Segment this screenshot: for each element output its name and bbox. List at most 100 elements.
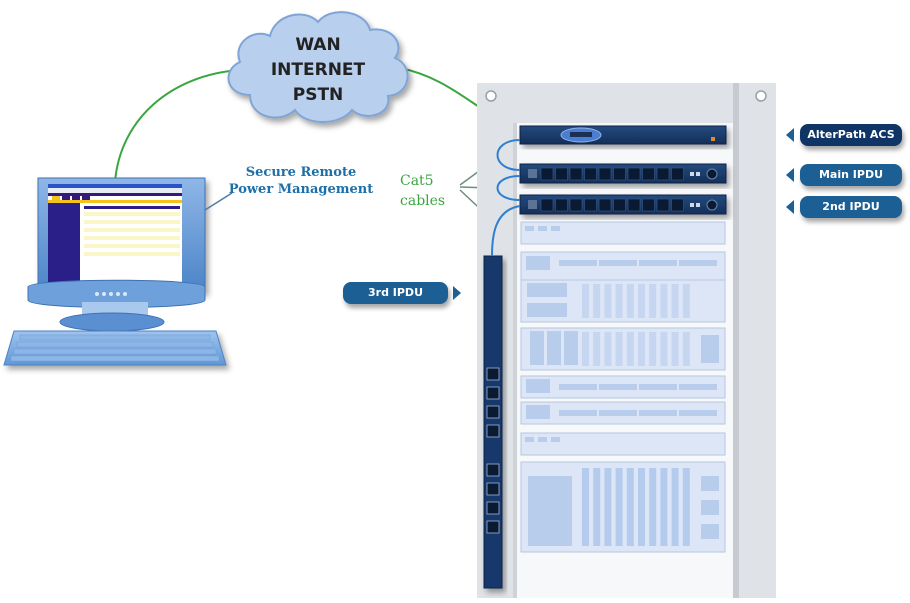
label-main-ipdu: Main IPDU <box>800 164 902 186</box>
blade-slot <box>671 284 679 318</box>
arrow-left-icon <box>786 128 794 142</box>
cat5-line-2: cables <box>400 193 446 209</box>
ipdu-breaker <box>706 168 718 180</box>
keyboard-keys <box>10 334 220 362</box>
rack-right-rail <box>737 83 776 598</box>
blade-slot <box>649 332 657 366</box>
ipdu-outlet <box>598 198 612 212</box>
caption-line-2: Power Management <box>228 182 374 197</box>
blade-slot <box>671 332 679 366</box>
cat5-line-1: Cat5 <box>400 173 434 189</box>
label-third-ipdu: 3rd IPDU <box>343 282 448 304</box>
ipdu-outlet <box>584 167 597 181</box>
blade-slot <box>682 284 690 318</box>
ipdu-led <box>696 172 700 176</box>
ipdu-outlet <box>656 198 670 212</box>
blade-slot <box>615 468 623 546</box>
caption-pointer <box>204 192 233 211</box>
ipdu-outlet <box>671 198 684 212</box>
arrow-right-icon <box>453 286 461 300</box>
blade-slot <box>660 332 668 366</box>
blade-slot <box>626 284 634 318</box>
ipdu-outlet <box>584 198 597 212</box>
rack-top <box>477 83 737 123</box>
ipdu-breaker <box>706 199 718 211</box>
arrow-left-icon <box>786 168 794 182</box>
blade-slot <box>671 468 679 546</box>
alterpath-acs-device <box>519 125 727 145</box>
ipdu-outlet <box>555 167 568 181</box>
server-1u-a <box>520 221 726 245</box>
computer <box>3 177 227 366</box>
blade-slot <box>593 468 601 546</box>
server-details <box>525 226 719 546</box>
ipdu-outlet <box>627 198 641 212</box>
rack-hole-right <box>755 90 767 102</box>
ipdu-display <box>528 200 537 209</box>
arrow-left-icon <box>786 200 794 214</box>
blade-slot <box>582 468 589 546</box>
ipdu-led <box>696 203 700 207</box>
third-ipdu-device <box>483 255 503 589</box>
monitor-screen <box>48 184 182 284</box>
blade-slot <box>649 284 657 318</box>
blade-slot <box>682 468 690 546</box>
monitor-base <box>59 312 165 332</box>
ipdu-outlet <box>613 198 626 212</box>
blade-slot <box>615 284 623 318</box>
vertical-ipdu-outlet <box>486 424 500 438</box>
ipdu-outlet <box>627 167 641 181</box>
ipdu-led <box>690 203 694 207</box>
ipdu-outlet <box>671 167 684 181</box>
server-1u-b <box>520 432 726 456</box>
blade-slot <box>660 284 668 318</box>
ipdu-outlet <box>569 198 583 212</box>
blade-slot <box>582 332 589 366</box>
secure-remote-caption: Secure Remote Power Management <box>226 164 376 198</box>
caption-line-1: Secure Remote <box>245 165 357 180</box>
blade-slot <box>626 468 634 546</box>
blade-slot <box>638 468 645 546</box>
blade-slot <box>638 332 645 366</box>
ipdu-outlets <box>528 167 718 212</box>
blade-slot <box>649 468 657 546</box>
vertical-ipdu-outlets <box>486 367 500 534</box>
cat5-caption: Cat5 cables <box>400 171 445 211</box>
blade-slot <box>604 332 612 366</box>
ipdu-outlet <box>642 167 655 181</box>
vertical-ipdu-outlet <box>486 386 500 400</box>
cat5-cables <box>491 139 521 257</box>
blade-slot <box>582 284 589 318</box>
ipdu-outlet <box>656 167 670 181</box>
blade-slot <box>638 284 645 318</box>
cloud-label-wan: WAN <box>295 35 340 55</box>
blade-slot <box>615 332 623 366</box>
vertical-ipdu-outlet <box>486 463 500 477</box>
ipdu-outlet <box>642 198 655 212</box>
ipdu-outlet <box>598 167 612 181</box>
rack-hole-left <box>485 90 497 102</box>
blade-slot <box>626 332 634 366</box>
blade-slot <box>593 284 601 318</box>
ipdu-outlet <box>569 167 583 181</box>
vertical-ipdu-outlet <box>486 520 500 534</box>
screen-table-rows <box>84 212 180 256</box>
wan-link-computer <box>114 69 241 183</box>
vertical-ipdu-outlet <box>486 482 500 496</box>
label-alterpath-acs: AlterPath ACS <box>800 124 902 146</box>
ipdu-display <box>528 169 537 178</box>
ipdu-outlet <box>540 198 554 212</box>
blade-slot <box>593 332 601 366</box>
cloud-label-pstn: PSTN <box>293 85 344 105</box>
wan-cloud <box>227 11 409 123</box>
cloud-label-internet: INTERNET <box>271 60 366 80</box>
ipdu-outlet <box>613 167 626 181</box>
blade-slot <box>660 468 668 546</box>
label-second-ipdu: 2nd IPDU <box>800 196 902 218</box>
blade-slots <box>582 284 690 546</box>
ipdu-led <box>690 172 694 176</box>
blade-slot <box>682 332 690 366</box>
monitor-buttons <box>95 292 127 296</box>
ipdu-outlet <box>540 167 554 181</box>
